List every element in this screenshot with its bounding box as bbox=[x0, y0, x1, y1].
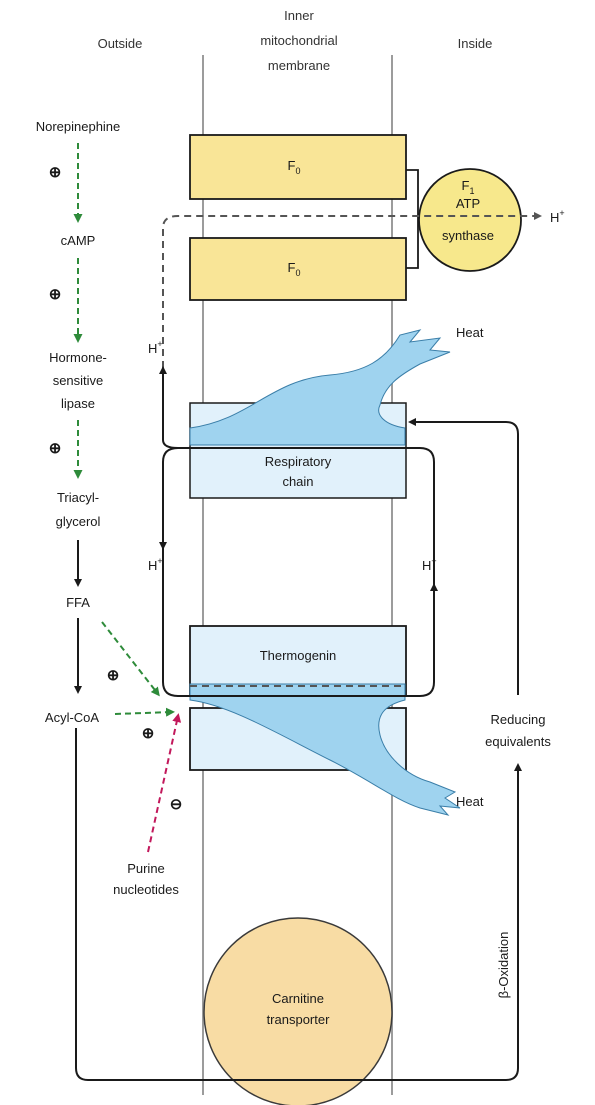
h-plus-label-upper: H+ bbox=[148, 339, 163, 356]
purine-label-line1: Purine bbox=[127, 861, 165, 876]
respiratory-label-line1: Respiratory bbox=[265, 454, 332, 469]
header-membrane-line3: membrane bbox=[268, 58, 330, 73]
heat-plume-upper bbox=[189, 329, 451, 446]
plus-icon-5: ⊕ bbox=[142, 725, 155, 742]
header-membrane-line2: mitochondrial bbox=[260, 33, 337, 48]
minus-icon: ⊖ bbox=[170, 796, 183, 813]
beta-oxidation-label: β-Oxidation bbox=[496, 932, 511, 999]
plus-icon-4: ⊕ bbox=[107, 667, 120, 684]
reducing-label-line1: Reducing bbox=[491, 712, 546, 727]
atp-label: ATP bbox=[456, 196, 480, 211]
ffa-to-thermogenin-arrow bbox=[101, 621, 160, 697]
atp-synthase-proton-path bbox=[162, 212, 542, 380]
f0-label-upper: F0 bbox=[288, 158, 301, 176]
header-membrane-line1: Inner bbox=[284, 8, 314, 23]
reducing-equivalents-arrow bbox=[408, 418, 519, 695]
acyl-coa-label: Acyl-CoA bbox=[45, 710, 100, 725]
camp-label: cAMP bbox=[61, 233, 96, 248]
thermogenin-label: Thermogenin bbox=[260, 648, 337, 663]
h-plus-label-f1: H+ bbox=[550, 208, 565, 225]
h-plus-label-right: H+ bbox=[422, 556, 437, 573]
f0-f1-bracket bbox=[406, 169, 419, 269]
f0-box-lower bbox=[189, 237, 407, 301]
plus-icon-3: ⊕ bbox=[49, 440, 62, 457]
acylcoa-to-thermogenin-arrow bbox=[114, 707, 175, 717]
hsl-label-line3: lipase bbox=[61, 396, 95, 411]
proton-loop bbox=[162, 447, 435, 697]
carnitine-label-line2: transporter bbox=[267, 1012, 331, 1027]
header-inside: Inside bbox=[458, 36, 493, 51]
respiratory-label-line2: chain bbox=[282, 474, 313, 489]
tag-label-line2: glycerol bbox=[56, 514, 101, 529]
norepinephrine-label: Norepinephine bbox=[36, 119, 121, 134]
tag-label-line1: Triacyl- bbox=[57, 490, 99, 505]
plus-icon-2: ⊕ bbox=[49, 286, 62, 303]
hsl-label-line2: sensitive bbox=[53, 373, 104, 388]
heat-label-upper: Heat bbox=[456, 325, 484, 340]
f1-label: F1 bbox=[462, 178, 475, 196]
h-plus-label-left: H+ bbox=[148, 556, 163, 573]
header-outside: Outside bbox=[98, 36, 143, 51]
purine-to-thermogenin-arrow bbox=[147, 713, 182, 853]
heat-label-lower: Heat bbox=[456, 794, 484, 809]
heat-plume-lower bbox=[189, 683, 461, 816]
reducing-label-line2: equivalents bbox=[485, 734, 551, 749]
beta-oxidation-path bbox=[75, 728, 522, 1081]
purine-label-line2: nucleotides bbox=[113, 882, 179, 897]
synthase-label: synthase bbox=[442, 228, 494, 243]
f0-box-upper bbox=[189, 134, 407, 200]
carnitine-label-line1: Carnitine bbox=[272, 991, 324, 1006]
ffa-label: FFA bbox=[66, 595, 90, 610]
f0-label-lower: F0 bbox=[288, 260, 301, 278]
f1-atp-synthase bbox=[418, 168, 522, 272]
carnitine-transporter bbox=[203, 917, 393, 1105]
hsl-label-line1: Hormone- bbox=[49, 350, 107, 365]
loop-left-top bbox=[162, 439, 179, 449]
plus-icon-1: ⊕ bbox=[49, 164, 62, 181]
